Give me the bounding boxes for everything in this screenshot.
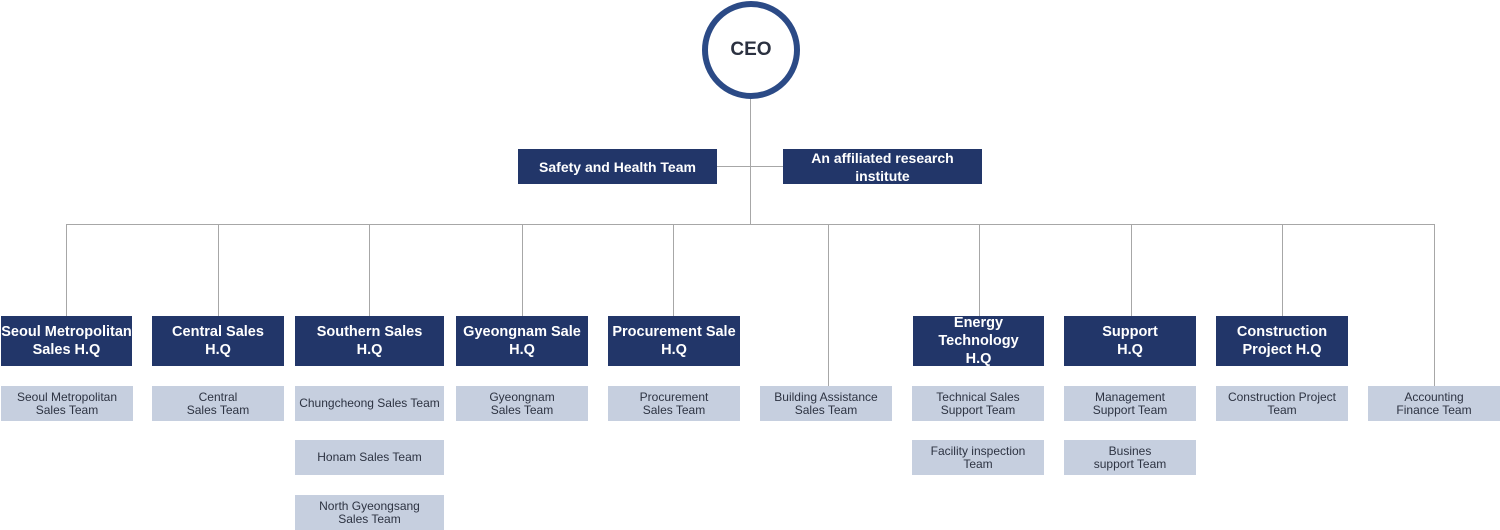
hq-support: Support H.Q — [1064, 316, 1196, 366]
drop-line-support — [1131, 224, 1132, 316]
team-technical-sales-support: Technical Sales Support Team — [912, 386, 1044, 421]
drop-line-energy — [979, 224, 980, 316]
team-central-sales: Central Sales Team — [152, 386, 284, 421]
ceo-trunk-line — [750, 94, 751, 225]
drop-line-gyeongnam — [522, 224, 523, 316]
staff-connector-line — [716, 166, 784, 167]
hq-construction-project: Construction Project H.Q — [1216, 316, 1348, 366]
team-procurement-sales: Procurement Sales Team — [608, 386, 740, 421]
team-honam-sales: Honam Sales Team — [295, 440, 444, 475]
drop-line-southern — [369, 224, 370, 316]
team-building-assistance-sales: Building Assistance Sales Team — [760, 386, 892, 421]
hq-seoul-metropolitan-sales: Seoul Metropolitan Sales H.Q — [1, 316, 132, 366]
hq-southern-sales: Southern Sales H.Q — [295, 316, 444, 366]
hq-procurement-sale: Procurement Sale H.Q — [608, 316, 740, 366]
team-management-support: Management Support Team — [1064, 386, 1196, 421]
drop-line-building-assistance — [828, 224, 829, 386]
team-facility-inspection: Facility inspection Team — [912, 440, 1044, 475]
team-construction-project: Construction Project Team — [1216, 386, 1348, 421]
ceo-node: CEO — [702, 1, 800, 99]
team-north-gyeongsang-sales: North Gyeongsang Sales Team — [295, 495, 444, 530]
drop-line-construction — [1282, 224, 1283, 316]
division-bus-line — [66, 224, 1435, 225]
hq-central-sales: Central Sales H.Q — [152, 316, 284, 366]
research-institute-box: An affiliated research institute — [783, 149, 982, 184]
hq-gyeongnam-sale: Gyeongnam Sale H.Q — [456, 316, 588, 366]
hq-energy-technology: Energy Technology H.Q — [913, 315, 1044, 367]
team-gyeongnam-sales: Gyeongnam Sales Team — [456, 386, 588, 421]
team-business-support: Busines support Team — [1064, 440, 1196, 475]
safety-health-team-box: Safety and Health Team — [518, 149, 717, 184]
drop-line-seoul — [66, 224, 67, 316]
team-accounting-finance: Accounting Finance Team — [1368, 386, 1500, 421]
team-chungcheong-sales: Chungcheong Sales Team — [295, 386, 444, 421]
drop-line-accounting — [1434, 224, 1435, 386]
drop-line-procurement — [673, 224, 674, 316]
drop-line-central — [218, 224, 219, 316]
team-seoul-metropolitan-sales: Seoul Metropolitan Sales Team — [1, 386, 133, 421]
